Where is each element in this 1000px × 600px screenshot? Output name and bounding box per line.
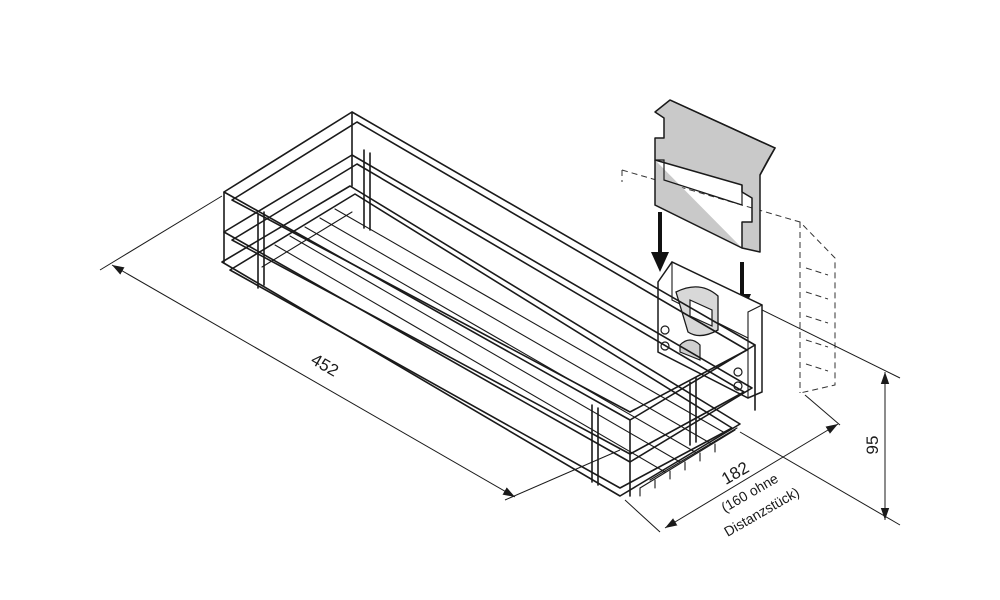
spacer-plate	[654, 99, 777, 253]
dimension-length-label: 452	[308, 350, 342, 381]
dimension-height-label: 95	[863, 436, 882, 455]
mounting-bracket	[657, 261, 763, 399]
dimension-height: 95	[739, 309, 901, 526]
